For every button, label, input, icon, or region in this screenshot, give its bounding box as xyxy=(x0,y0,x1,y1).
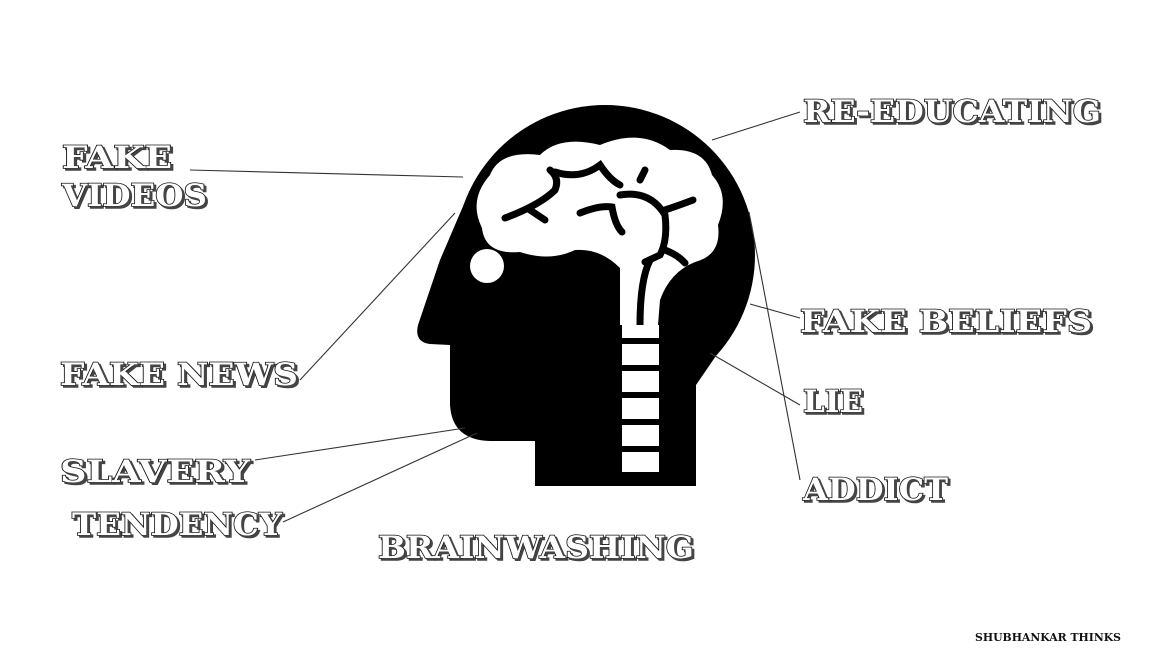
label-fake-news: FAKE NEWS xyxy=(60,357,298,393)
label-tendency: TENDENCY xyxy=(72,507,283,543)
label-fake-videos-line1: FAKE xyxy=(62,140,172,176)
label-lie: LIE xyxy=(803,384,863,420)
brain-icon xyxy=(476,137,723,485)
leader-line-fake-videos xyxy=(189,169,464,178)
leader-line-re-educating xyxy=(711,111,801,141)
leader-line-fake-news xyxy=(299,212,456,381)
label-addict: ADDICT xyxy=(802,472,948,508)
label-re-educating: RE-EDUCATING xyxy=(803,94,1101,130)
credit-text: SHUBHANKAR THINKS xyxy=(975,631,1121,644)
leader-line-tendency xyxy=(282,432,478,523)
leader-line-lie xyxy=(709,352,801,406)
label-slavery: SLAVERY xyxy=(60,454,251,490)
leader-line-slavery xyxy=(254,427,466,461)
diagram-title: BRAINWASHING xyxy=(378,530,694,566)
label-fake-videos-line2: VIDEOS xyxy=(61,178,207,214)
leader-line-fake-beliefs xyxy=(749,303,801,319)
label-fake-beliefs: FAKE BELIEFS xyxy=(800,304,1092,340)
eye-spot xyxy=(470,249,504,283)
leader-line-addict xyxy=(748,211,801,481)
